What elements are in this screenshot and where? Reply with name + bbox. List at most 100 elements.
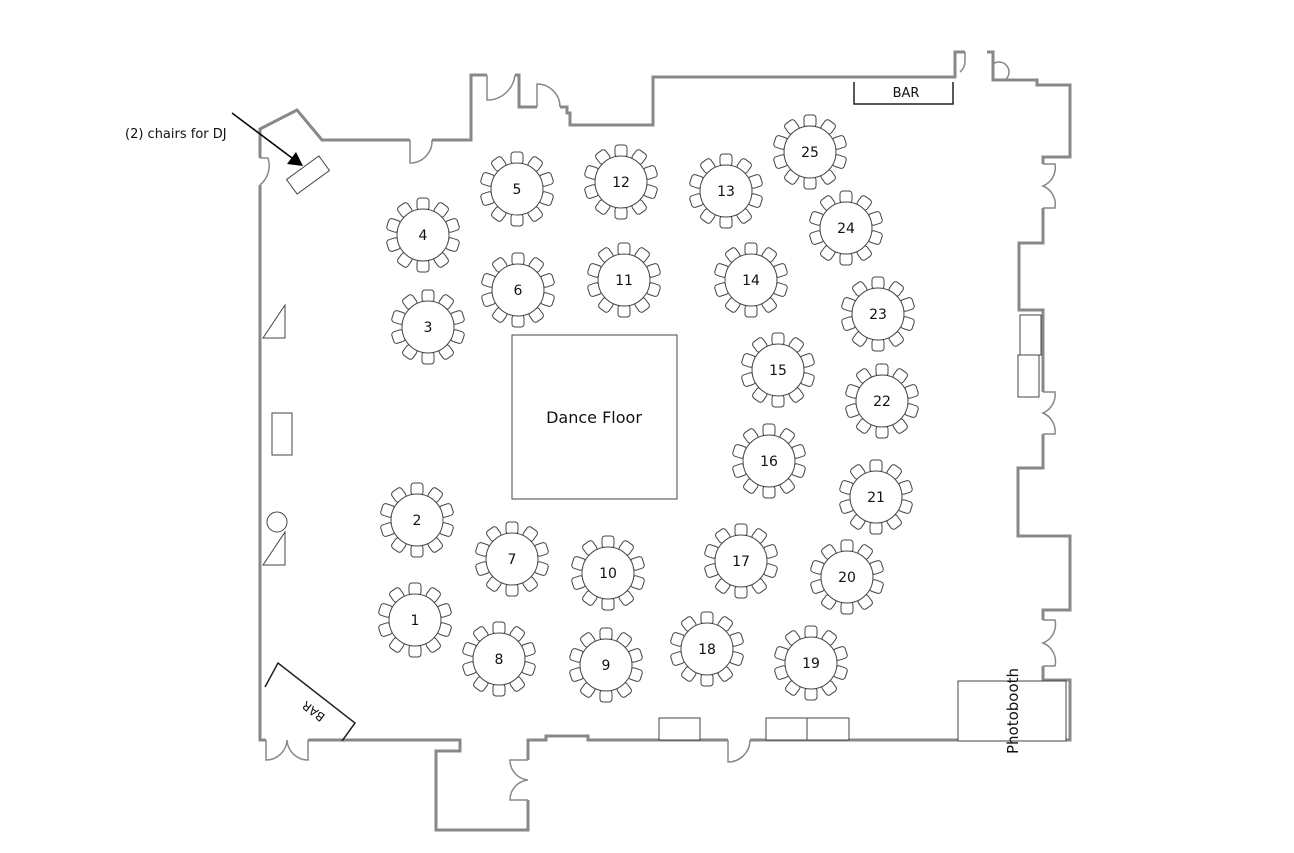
chair xyxy=(734,523,748,537)
round-table xyxy=(388,593,442,647)
chair xyxy=(416,197,430,211)
table-18: 18 xyxy=(670,611,744,687)
chair xyxy=(719,153,733,167)
table-23: 23 xyxy=(841,276,915,352)
table-number: 14 xyxy=(742,273,760,289)
round-table xyxy=(714,534,768,588)
chair xyxy=(617,242,631,256)
dance-floor xyxy=(511,334,678,500)
chair xyxy=(505,521,519,535)
chair xyxy=(601,535,615,549)
table-number: 8 xyxy=(495,652,504,668)
table-12: 12 xyxy=(584,144,658,220)
round-table xyxy=(820,550,874,604)
round-table xyxy=(472,632,526,686)
table-number: 25 xyxy=(801,145,819,161)
table-number: 2 xyxy=(413,513,422,529)
chair xyxy=(771,332,785,346)
round-table xyxy=(401,300,455,354)
table-number: 4 xyxy=(419,228,428,244)
chair xyxy=(875,425,889,439)
table-number: 16 xyxy=(760,454,778,470)
table-16: 16 xyxy=(732,423,806,499)
doors xyxy=(259,52,1057,801)
top-bar xyxy=(853,82,954,105)
chair xyxy=(410,544,424,558)
chair xyxy=(804,687,818,701)
chair xyxy=(719,215,733,229)
chair xyxy=(505,583,519,597)
chair xyxy=(869,459,883,473)
table-number: 23 xyxy=(869,307,887,323)
chair xyxy=(510,151,524,165)
table-24: 24 xyxy=(809,190,883,266)
photobooth-label: Photobooth xyxy=(1004,668,1022,754)
table-9: 9 xyxy=(569,627,643,703)
chair xyxy=(492,621,506,635)
table-13: 13 xyxy=(689,153,763,229)
round-table xyxy=(699,164,753,218)
table-number: 18 xyxy=(698,642,716,658)
table-11: 11 xyxy=(587,242,661,318)
chair xyxy=(614,206,628,220)
chair xyxy=(734,585,748,599)
table-15: 15 xyxy=(741,332,815,408)
table-6: 6 xyxy=(481,252,555,328)
chair xyxy=(840,601,854,615)
chair xyxy=(762,485,776,499)
chair xyxy=(601,597,615,611)
chair xyxy=(804,625,818,639)
chair xyxy=(803,114,817,128)
table-21: 21 xyxy=(839,459,913,535)
chair xyxy=(869,521,883,535)
room-walls xyxy=(258,50,1072,832)
dj-chairs-label: (2) chairs for DJ xyxy=(125,127,227,142)
dance-floor-label: Dance Floor xyxy=(546,408,642,427)
round-table xyxy=(742,434,796,488)
table-1: 1 xyxy=(378,582,452,658)
chair xyxy=(839,190,853,204)
corner-bar-label: BAR xyxy=(299,698,327,724)
chair xyxy=(700,611,714,625)
chair xyxy=(510,213,524,227)
round-table xyxy=(579,638,633,692)
round-table xyxy=(597,253,651,307)
round-table xyxy=(819,201,873,255)
round-table xyxy=(396,208,450,262)
chair xyxy=(839,252,853,266)
round-table xyxy=(751,343,805,397)
round-table xyxy=(784,636,838,690)
table-number: 15 xyxy=(769,363,787,379)
chair xyxy=(492,683,506,697)
chair xyxy=(744,242,758,256)
table-20: 20 xyxy=(810,539,884,615)
round-table xyxy=(490,162,544,216)
chair xyxy=(416,259,430,273)
round-table xyxy=(581,546,635,600)
chair xyxy=(744,304,758,318)
round-table xyxy=(485,532,539,586)
top-bar-label: BAR xyxy=(893,86,920,101)
table-number: 20 xyxy=(838,570,856,586)
table-number: 7 xyxy=(508,552,517,568)
table-22: 22 xyxy=(845,363,919,439)
corner-bar xyxy=(264,661,357,742)
table-2: 2 xyxy=(380,482,454,558)
table-17: 17 xyxy=(704,523,778,599)
table-5: 5 xyxy=(480,151,554,227)
round-table xyxy=(783,125,837,179)
chair xyxy=(700,673,714,687)
fixtures xyxy=(262,303,1042,741)
table-number: 1 xyxy=(411,613,420,629)
table-number: 12 xyxy=(612,175,630,191)
table-25: 25 xyxy=(773,114,847,190)
table-8: 8 xyxy=(462,621,536,697)
table-3: 3 xyxy=(391,289,465,365)
table-number: 21 xyxy=(867,490,885,506)
table-number: 6 xyxy=(514,283,523,299)
round-table xyxy=(390,493,444,547)
table-7: 7 xyxy=(475,521,549,597)
chair xyxy=(803,176,817,190)
table-number: 17 xyxy=(732,554,750,570)
